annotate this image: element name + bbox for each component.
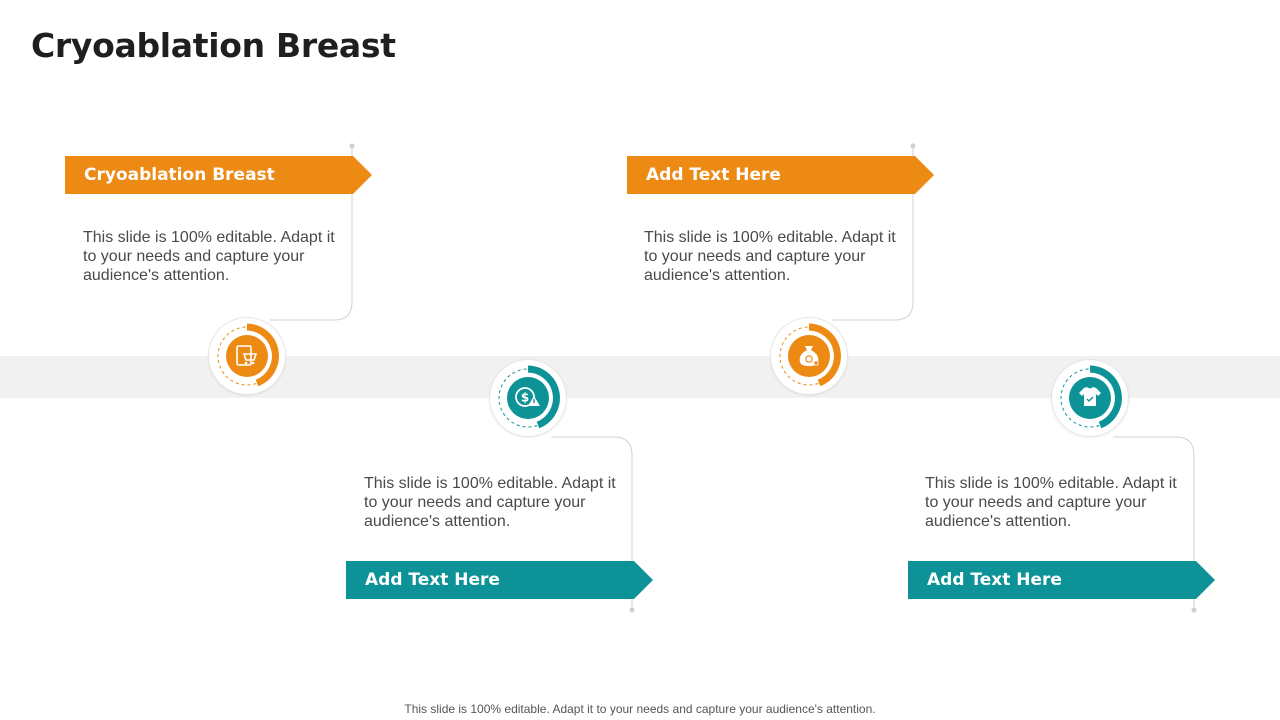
item-3-text: This slide is 100% editable. Adapt it to… bbox=[644, 229, 896, 284]
item-1-heading: Cryoablation Breast bbox=[84, 165, 275, 185]
item-4-heading: Add Text Here bbox=[927, 570, 1062, 590]
item-2-banner: Add Text Here bbox=[346, 561, 653, 599]
item-1-banner: Cryoablation Breast bbox=[65, 156, 372, 194]
item-3-arrow bbox=[915, 156, 934, 194]
item-1-text: This slide is 100% editable. Adapt it to… bbox=[83, 229, 335, 284]
item-4-banner: Add Text Here bbox=[908, 561, 1215, 599]
money-bag-icon bbox=[771, 318, 847, 394]
tshirt-icon bbox=[1052, 360, 1128, 436]
dollar-coin-warning-icon: $ bbox=[490, 360, 566, 436]
footer-note: This slide is 100% editable. Adapt it to… bbox=[404, 702, 876, 716]
tablet-cart-icon bbox=[209, 318, 285, 394]
item-4-arrow bbox=[1196, 561, 1215, 599]
item-4-text: This slide is 100% editable. Adapt it to… bbox=[925, 475, 1177, 530]
item-2-heading: Add Text Here bbox=[365, 570, 500, 590]
item-2-text: This slide is 100% editable. Adapt it to… bbox=[364, 475, 616, 530]
item-3-banner: Add Text Here bbox=[627, 156, 934, 194]
svg-text:$: $ bbox=[521, 391, 529, 405]
item-1-arrow bbox=[353, 156, 372, 194]
item-2-arrow bbox=[634, 561, 653, 599]
item-3-heading: Add Text Here bbox=[646, 165, 781, 185]
slide-title: Cryoablation Breast bbox=[31, 26, 396, 65]
